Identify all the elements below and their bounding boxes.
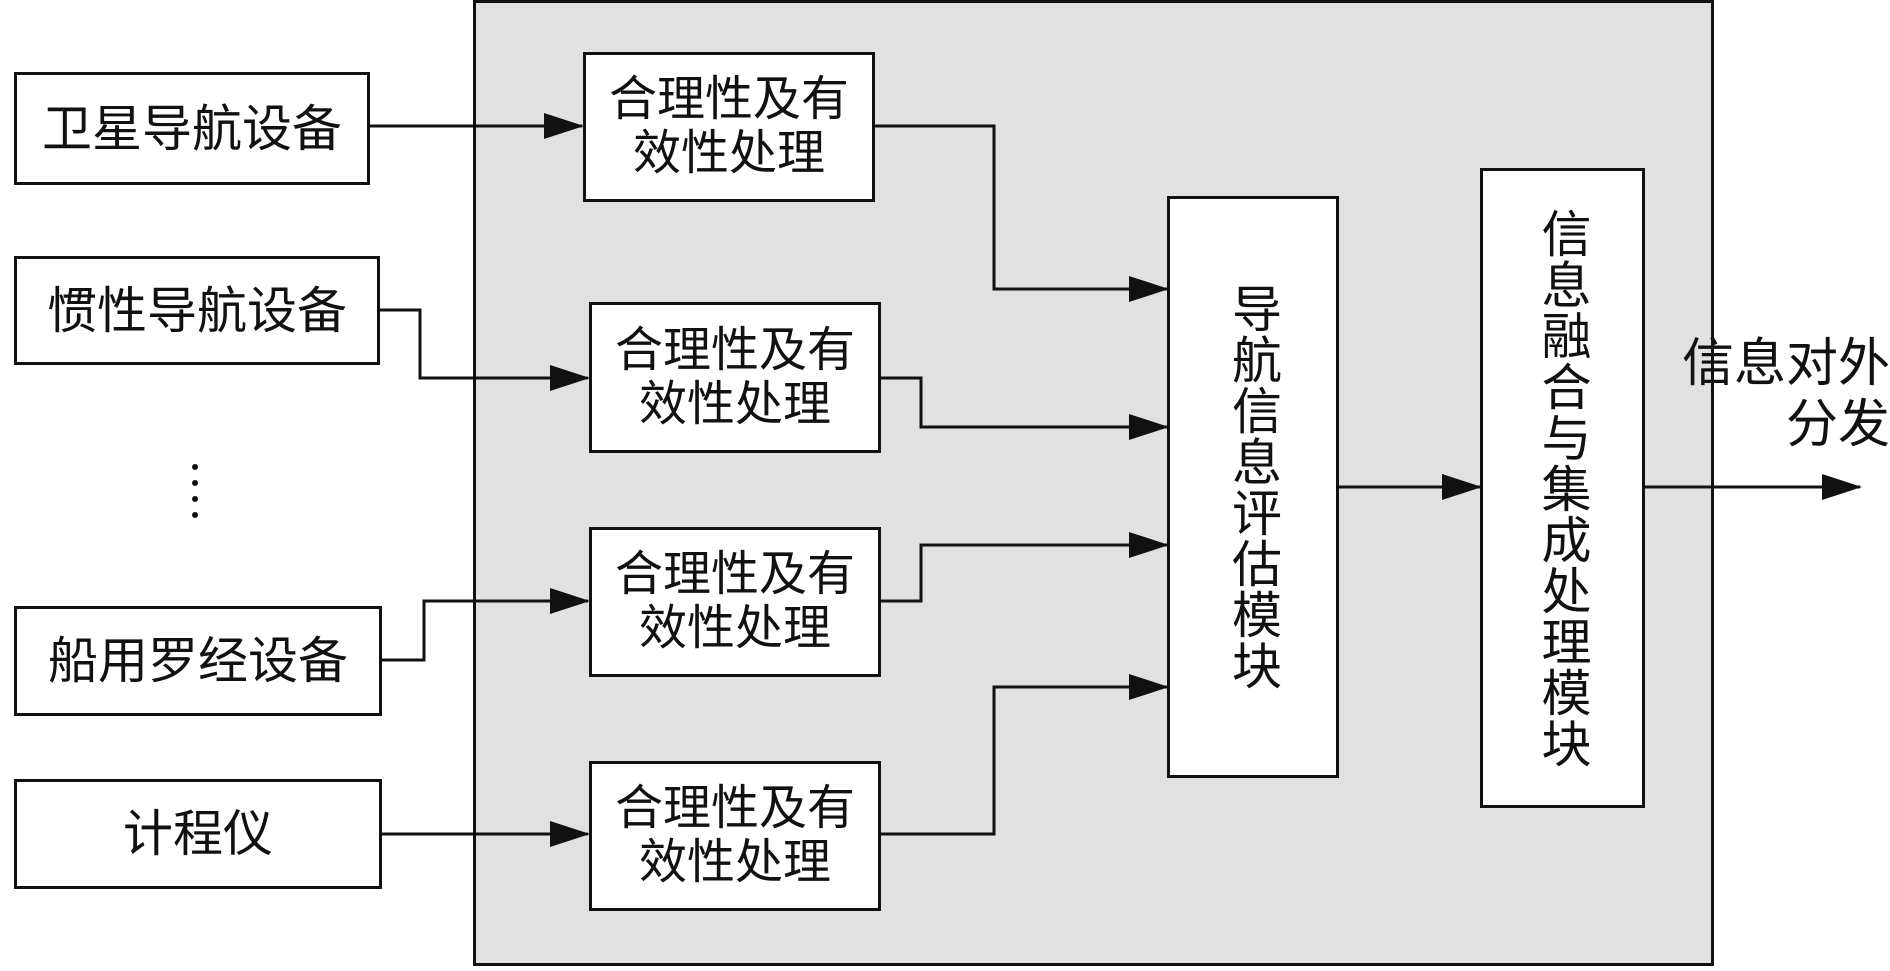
inertial-nav-label: 惯性导航设备 <box>47 281 347 340</box>
arrow-p1-to-eval <box>873 124 1169 302</box>
validity-processing-3: 合理性及有效性处理 <box>589 527 881 677</box>
log-device-label: 计程仪 <box>123 805 273 863</box>
nav-info-evaluation-module: 导航信息评估模块 <box>1167 196 1339 778</box>
ellipsis-dots: ⋮ <box>185 458 205 530</box>
log-device: 计程仪 <box>14 779 382 889</box>
validity-processing-4-label: 合理性及有效性处理 <box>614 780 855 890</box>
satellite-nav-device: 卫星导航设备 <box>14 72 370 185</box>
validity-processing-1: 合理性及有效性处理 <box>583 52 875 202</box>
fusion-module-label: 信息融合与集成处理模块 <box>1533 207 1592 769</box>
evaluation-module-label: 导航信息评估模块 <box>1224 283 1282 691</box>
arrow-p4-to-eval <box>878 674 1169 836</box>
validity-processing-2-label: 合理性及有效性处理 <box>614 321 855 432</box>
validity-processing-3-label: 合理性及有效性处理 <box>614 546 855 656</box>
ship-compass-device: 船用罗经设备 <box>14 606 382 716</box>
arrow-inertial-to-p2 <box>378 308 590 391</box>
output-distribution-label: 信息对外分发 <box>1681 334 1890 456</box>
info-fusion-module: 信息融合与集成处理模块 <box>1480 168 1645 808</box>
arrow-p2-to-eval <box>878 376 1169 440</box>
validity-processing-1-label: 合理性及有效性处理 <box>608 71 849 181</box>
arrow-compass-to-p3 <box>380 588 590 662</box>
satellite-nav-label: 卫星导航设备 <box>42 99 342 158</box>
validity-processing-2: 合理性及有效性处理 <box>589 302 881 453</box>
arrow-p3-to-eval <box>878 532 1169 603</box>
ship-compass-label: 船用罗经设备 <box>48 632 348 690</box>
validity-processing-4: 合理性及有效性处理 <box>589 761 881 911</box>
inertial-nav-device: 惯性导航设备 <box>14 256 380 365</box>
